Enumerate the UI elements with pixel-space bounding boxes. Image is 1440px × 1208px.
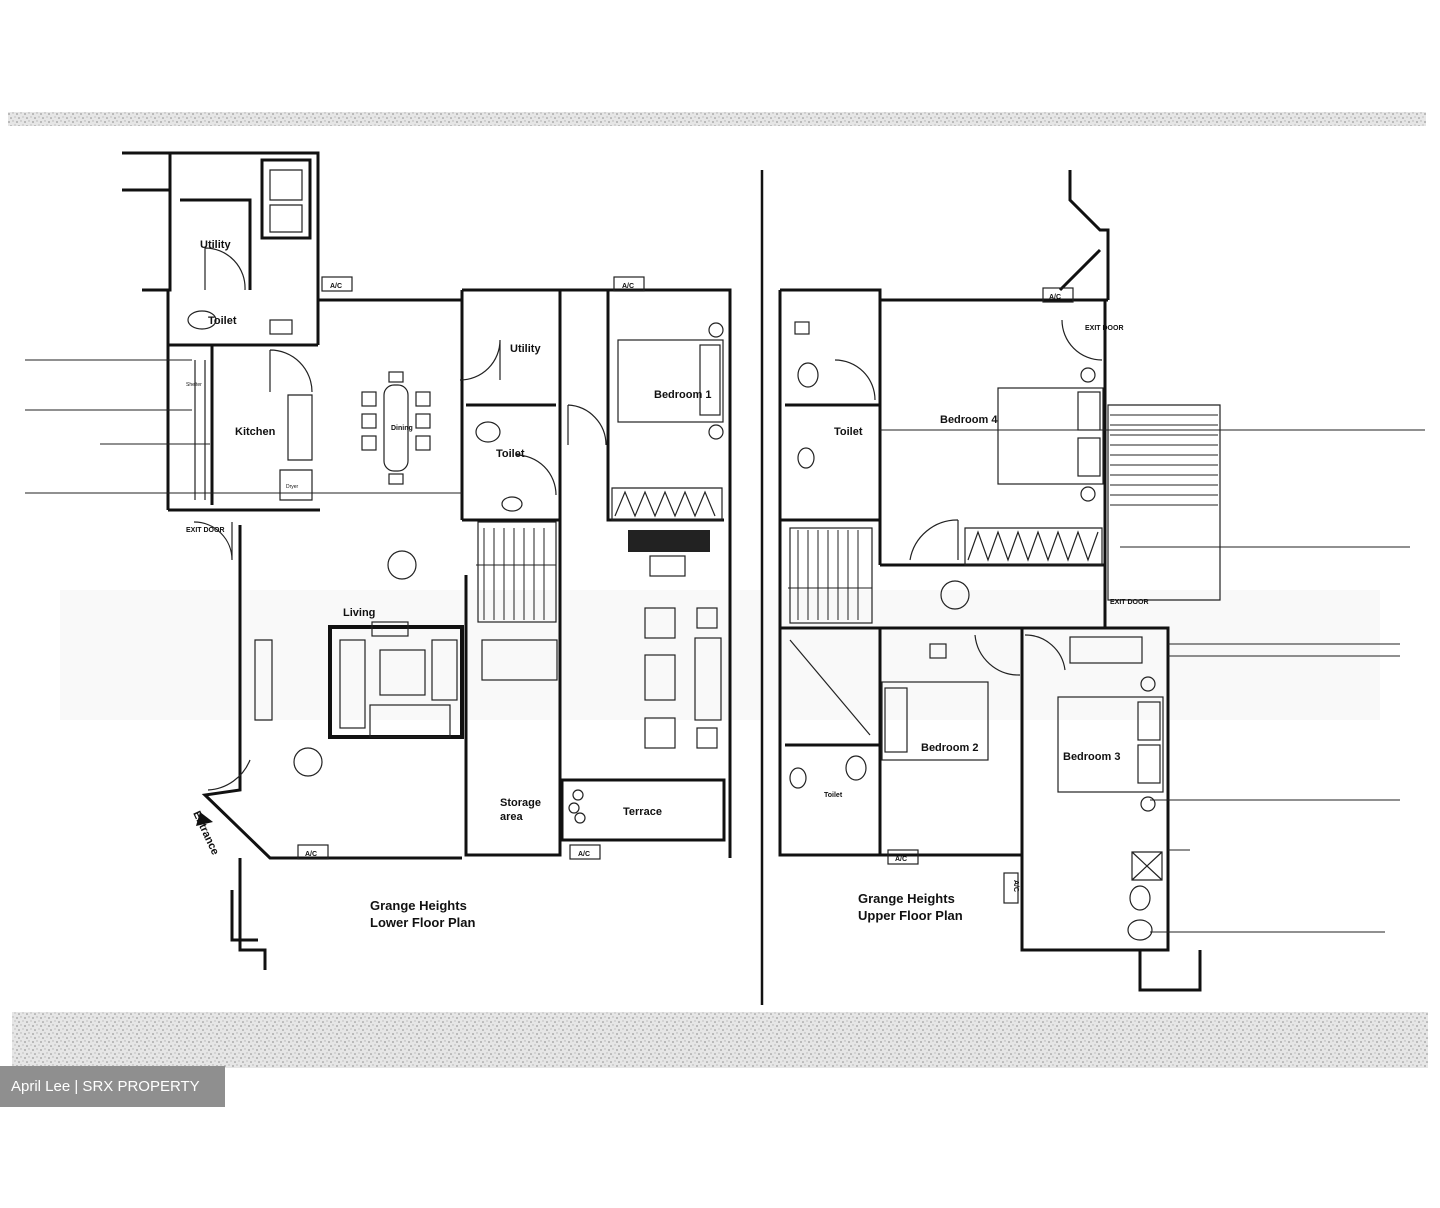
room-label-bedroom-3: Bedroom 3: [1063, 751, 1120, 763]
ac-label: A/C: [305, 851, 317, 858]
upper-floor-plan: [778, 170, 1425, 992]
top-scan-band: [8, 112, 1426, 126]
lower-floor-plan: [25, 151, 732, 970]
room-label-storage: Storage: [500, 797, 541, 809]
exit-door-label: EXIT DOOR: [1085, 325, 1124, 332]
room-label-toilet-4: Toilet: [824, 792, 843, 799]
agent-credit-badge: April Lee | SRX PROPERTY: [0, 1066, 225, 1107]
shelter-label: Shelter: [186, 382, 202, 388]
room-label-toilet-3: Toilet: [834, 426, 863, 438]
ac-label: A/C: [895, 856, 907, 863]
upper-plan-subtitle: Upper Floor Plan: [858, 908, 963, 923]
ac-label: A/C: [1049, 294, 1061, 301]
room-label-terrace: Terrace: [623, 806, 662, 818]
room-label-storage-2: area: [500, 811, 524, 823]
lower-plan-title: Grange Heights: [370, 898, 467, 913]
room-label-kitchen: Kitchen: [235, 426, 276, 438]
upper-plan-title: Grange Heights: [858, 891, 955, 906]
room-label-bedroom-2: Bedroom 2: [921, 742, 978, 754]
room-label-toilet-2: Toilet: [496, 448, 525, 460]
room-label-toilet: Toilet: [208, 315, 237, 327]
room-label-dining: Dining: [391, 425, 413, 432]
ac-label: A/C: [622, 283, 634, 290]
room-label-utility-2: Utility: [510, 343, 541, 355]
exit-door-label: EXIT DOOR: [186, 527, 225, 534]
ac-label: A/C: [330, 283, 342, 290]
ac-label: A/C: [1012, 880, 1019, 892]
room-label-utility: Utility: [200, 239, 231, 251]
watermark-band: [60, 590, 1380, 720]
exit-door-label: EXIT DOOR: [1110, 599, 1149, 606]
room-label-living: Living: [343, 607, 375, 619]
bottom-scan-band: [12, 1012, 1428, 1068]
lower-plan-subtitle: Lower Floor Plan: [370, 915, 476, 930]
room-label-bedroom-1: Bedroom 1: [654, 389, 711, 401]
ac-label: A/C: [578, 851, 590, 858]
entrance-label: Entrance: [190, 809, 221, 857]
room-label-bedroom-4: Bedroom 4: [940, 414, 998, 426]
dryer-label: Dryer: [286, 484, 299, 490]
